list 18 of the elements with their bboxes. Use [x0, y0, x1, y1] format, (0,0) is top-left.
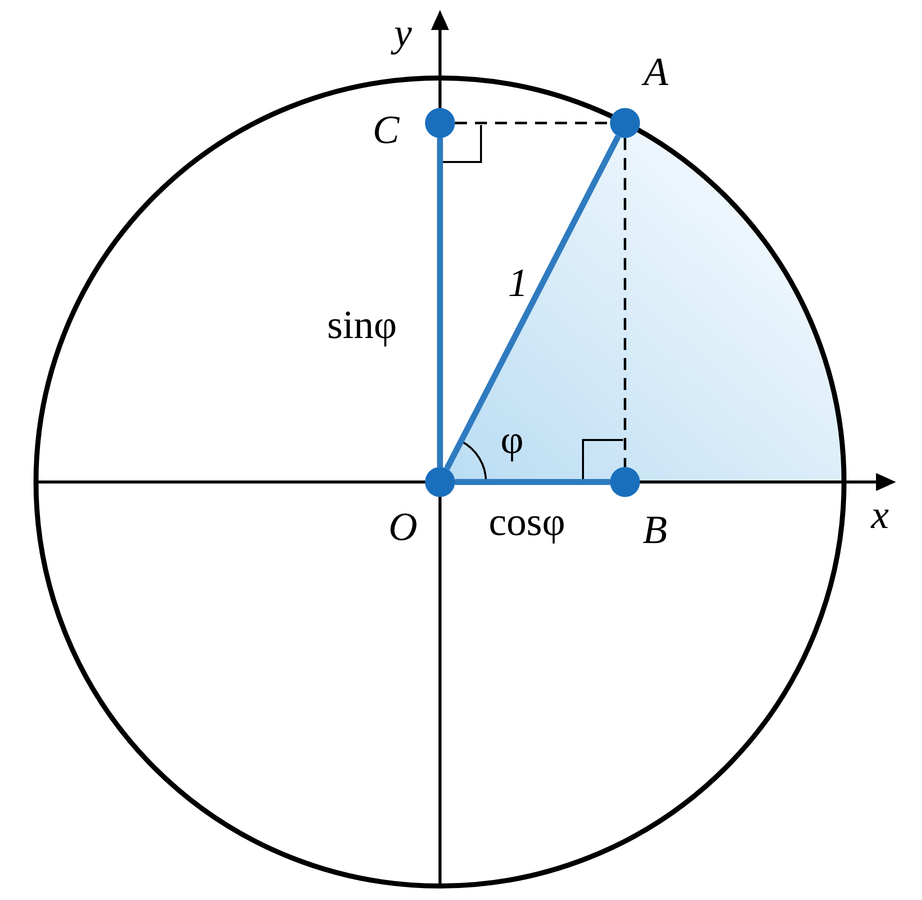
segment-line [455, 479, 610, 485]
segment-line [437, 138, 443, 467]
point-label: A [644, 52, 668, 92]
point-dot [610, 108, 640, 138]
point-label: B [642, 510, 668, 550]
point-dot [425, 108, 455, 138]
dashed-line [455, 122, 610, 124]
point-dot [425, 467, 455, 497]
axis-label: x [871, 495, 889, 535]
point-label: C [372, 110, 400, 150]
edge-label: 1 [508, 263, 528, 303]
angle-label: φ [500, 420, 524, 460]
edge-label: sinφ [327, 305, 397, 345]
dashed-line [624, 138, 626, 467]
point-dot [610, 467, 640, 497]
point-label: O [388, 507, 418, 547]
edge-label: cosφ [488, 502, 566, 542]
segment-line [444, 134, 621, 470]
